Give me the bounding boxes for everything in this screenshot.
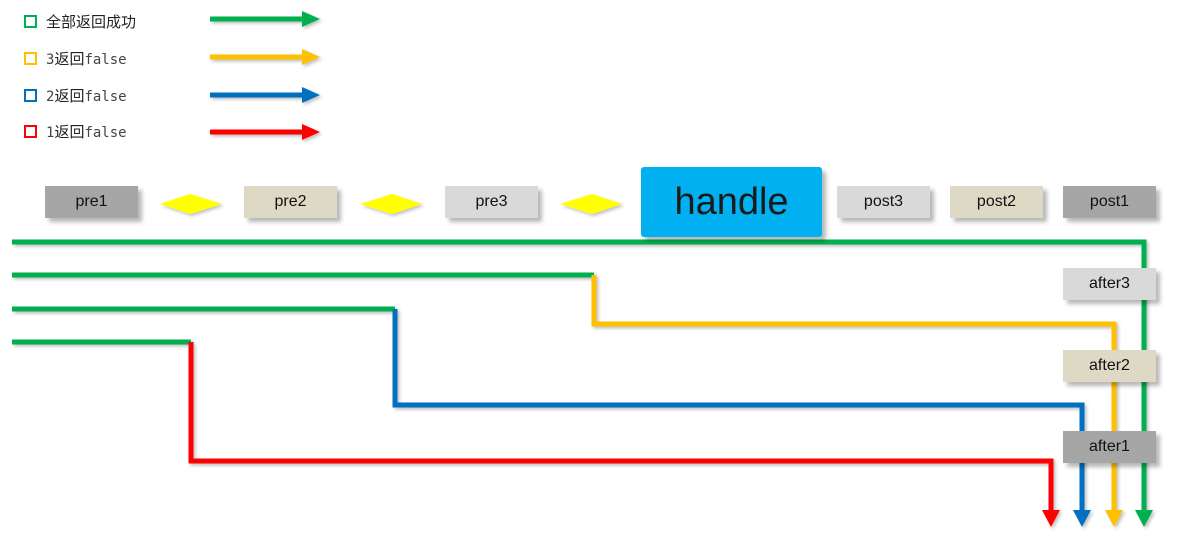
flow-line-red-1-false (12, 339, 1060, 527)
legend-prefix: 1 (46, 125, 55, 141)
post1-box: post1 (1063, 186, 1156, 218)
handle-box: handle (641, 167, 822, 237)
legend-arrow-green (210, 11, 320, 27)
flow-line-green-all-success (12, 239, 1153, 527)
legend-label: 返回 (54, 50, 85, 68)
legend-label: 返回 (54, 87, 85, 105)
diamond-shape (160, 194, 222, 214)
flow-line-yellow-3-false (12, 272, 1123, 527)
legend-code: false (84, 125, 127, 141)
legend-prefix: 2 (46, 89, 55, 105)
legend-label: 返回 (54, 123, 85, 141)
pre3-box: pre3 (445, 186, 538, 218)
legend-item-all-success: 全部返回成功 (24, 11, 136, 32)
pre1-box: pre1 (45, 186, 138, 218)
legend-label: 全部返回成功 (46, 13, 137, 31)
legend-arrow-yellow (210, 49, 320, 65)
legend-item-3-false: 3返回false (24, 48, 127, 69)
after1-box: after1 (1063, 431, 1156, 463)
red-square-icon (24, 125, 37, 138)
legend-arrow-red (210, 124, 320, 140)
legend-code: false (84, 52, 127, 68)
legend-item-1-false: 1返回false (24, 121, 127, 142)
diamond-shape (560, 194, 622, 214)
after3-box: after3 (1063, 268, 1156, 300)
yellow-square-icon (24, 52, 37, 65)
pre2-box: pre2 (244, 186, 337, 218)
legend-arrow-blue (210, 87, 320, 103)
blue-square-icon (24, 89, 37, 102)
diamond-shape (360, 194, 422, 214)
after2-box: after2 (1063, 350, 1156, 382)
post2-box: post2 (950, 186, 1043, 218)
green-square-icon (24, 15, 37, 28)
post3-box: post3 (837, 186, 930, 218)
legend-prefix: 3 (46, 52, 55, 68)
legend-item-2-false: 2返回false (24, 85, 127, 106)
legend-code: false (84, 89, 127, 105)
